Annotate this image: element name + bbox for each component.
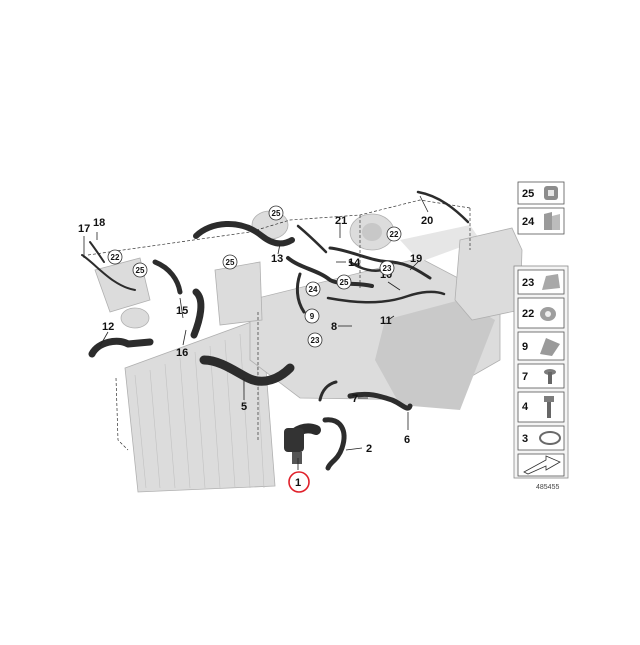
circled-callouts: 22 25 25 25 25 24 23 22 (107, 205, 402, 348)
legend-item-3[interactable]: 3 (517, 425, 565, 451)
circled-callout-25d[interactable]: 25 (336, 274, 352, 290)
callout-20[interactable]: 20 (421, 215, 433, 227)
holder-clip-icon (540, 307, 556, 321)
circled-callout-23b[interactable]: 23 (307, 332, 323, 348)
svg-text:9: 9 (522, 341, 528, 353)
legend-item-25[interactable]: 25 (517, 181, 565, 205)
svg-text:22: 22 (522, 308, 534, 320)
callout-2[interactable]: 2 (366, 443, 372, 455)
svg-text:24: 24 (522, 216, 535, 228)
circled-callout-22a[interactable]: 22 (107, 249, 123, 265)
collar-screw-icon (544, 369, 556, 384)
callout-7[interactable]: 7 (352, 393, 358, 405)
callouts: 17 18 12 15 16 5 1 2 6 7 8 10 11 13 14 1… (78, 215, 433, 489)
coolant-pump (284, 428, 304, 464)
svg-text:25: 25 (522, 188, 534, 200)
svg-text:25: 25 (340, 278, 349, 287)
callout-14[interactable]: 14 (348, 257, 361, 269)
arrow-icon (523, 455, 561, 475)
callout-5[interactable]: 5 (241, 401, 247, 413)
svg-text:23: 23 (383, 264, 392, 273)
left-components (94, 210, 289, 329)
svg-text:7: 7 (522, 371, 528, 383)
callout-18[interactable]: 18 (93, 217, 105, 229)
circled-callout-22b[interactable]: 22 (386, 226, 402, 242)
svg-text:25: 25 (226, 258, 235, 267)
double-clip-icon (544, 212, 560, 230)
callout-12[interactable]: 12 (102, 321, 114, 333)
svg-text:9: 9 (310, 312, 315, 321)
legend-item-22[interactable]: 22 (517, 297, 565, 329)
circled-callout-23a[interactable]: 23 (379, 260, 395, 276)
callout-8[interactable]: 8 (331, 321, 337, 333)
radiator (124, 317, 276, 493)
callout-15[interactable]: 15 (176, 305, 188, 317)
callout-6[interactable]: 6 (404, 434, 410, 446)
dashed-frame (87, 199, 471, 451)
legend-item-9[interactable]: 9 (517, 331, 565, 361)
svg-text:25: 25 (136, 266, 145, 275)
circled-callout-25c[interactable]: 25 (222, 254, 238, 270)
svg-text:4: 4 (522, 401, 529, 413)
svg-text:3: 3 (522, 433, 528, 445)
turbo-housing (349, 213, 395, 251)
callout-19[interactable]: 19 (410, 253, 422, 265)
legend-item-24[interactable]: 24 (517, 207, 565, 235)
hose-clamp-icon (539, 431, 561, 445)
quick-connector-icon (544, 186, 558, 200)
callout-13[interactable]: 13 (271, 253, 283, 265)
reference-number: 485455 (536, 484, 559, 491)
legend-item-arrow[interactable] (517, 453, 565, 477)
hex-bolt-icon (544, 396, 554, 418)
leader-lines (83, 195, 429, 470)
svg-text:23: 23 (522, 277, 534, 289)
svg-text:23: 23 (311, 336, 320, 345)
callout-1[interactable]: 1 (295, 477, 301, 489)
legend-item-4[interactable]: 4 (517, 391, 565, 423)
legend-item-7[interactable]: 7 (517, 363, 565, 389)
callout-16[interactable]: 16 (176, 347, 188, 359)
callout-11[interactable]: 11 (380, 315, 392, 327)
legend-item-23[interactable]: 23 (517, 269, 565, 295)
hose-clip-icon (542, 274, 560, 290)
circled-callout-25b[interactable]: 25 (268, 205, 284, 221)
svg-text:24: 24 (309, 285, 318, 294)
circled-callout-24[interactable]: 24 (305, 281, 321, 297)
callout-17[interactable]: 17 (78, 223, 90, 235)
bracket-icon (540, 338, 560, 356)
svg-text:22: 22 (390, 230, 399, 239)
legend-panel: 25 24 23 22 (513, 181, 569, 491)
svg-text:25: 25 (272, 209, 281, 218)
callout-21[interactable]: 21 (335, 215, 347, 227)
highlight-ring (288, 471, 310, 493)
svg-text:22: 22 (111, 253, 120, 262)
circled-callout-9[interactable]: 9 (304, 308, 320, 324)
hoses (81, 190, 470, 471)
circled-callout-25a[interactable]: 25 (132, 262, 148, 278)
expansion-tank (454, 227, 523, 321)
